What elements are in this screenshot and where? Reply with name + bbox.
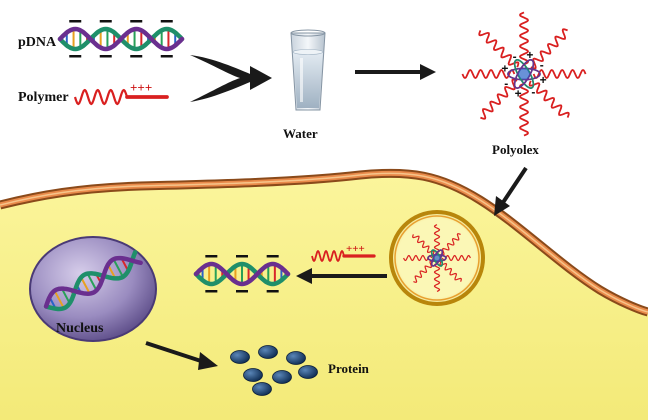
arrow-to-cell-icon	[494, 166, 528, 216]
charge-sign: +	[540, 73, 547, 87]
arrow-to-protein-icon	[145, 341, 218, 370]
water-glass-icon	[290, 29, 326, 111]
protein-dot-icon	[286, 351, 306, 365]
water-label: Water	[283, 126, 318, 141]
protein-dot-icon	[258, 345, 278, 359]
charge-sign: +	[501, 61, 508, 75]
charge-sign: +	[526, 48, 533, 62]
protein-dot-icon	[243, 368, 263, 382]
charge-sign: +	[515, 86, 522, 100]
protein-dot-icon	[230, 350, 250, 364]
protein-dot-icon	[252, 382, 272, 396]
nucleus-icon	[29, 236, 157, 342]
protein-dot-icon	[298, 365, 318, 379]
charge-sign: -	[531, 85, 535, 99]
protein-cluster-icon	[230, 345, 318, 396]
cell	[0, 168, 648, 420]
released-dna-helix-icon	[193, 255, 291, 293]
polyplex-icon: +-+-+-+-	[461, 11, 587, 137]
pdna-helix-icon	[57, 20, 185, 58]
arrow-release-icon	[296, 268, 387, 284]
nucleus-label: Nucleus	[56, 321, 104, 336]
cell-membrane-inner	[0, 172, 648, 313]
pdna-label: pDNA	[18, 35, 57, 50]
protein-dot-icon	[272, 370, 292, 384]
protein-label: Protein	[328, 361, 370, 376]
arrow-icon	[355, 64, 436, 80]
polyplex-label: Polyolex	[492, 142, 539, 157]
polymer-chain-icon	[73, 88, 169, 106]
polymer-label: Polymer	[18, 90, 69, 105]
endosome-icon	[389, 210, 485, 306]
released-polymer-icon	[311, 250, 376, 262]
polymer-charge-label: +++	[130, 80, 152, 95]
cytoplasm	[0, 173, 648, 420]
arrow-curved-head-icon	[250, 66, 272, 90]
charge-sign: -	[540, 58, 544, 72]
charge-sign: -	[513, 50, 517, 64]
released-polymer-charge-label: +++	[346, 243, 365, 255]
arrow-curved-icon	[190, 55, 260, 102]
charge-sign: -	[504, 77, 508, 91]
